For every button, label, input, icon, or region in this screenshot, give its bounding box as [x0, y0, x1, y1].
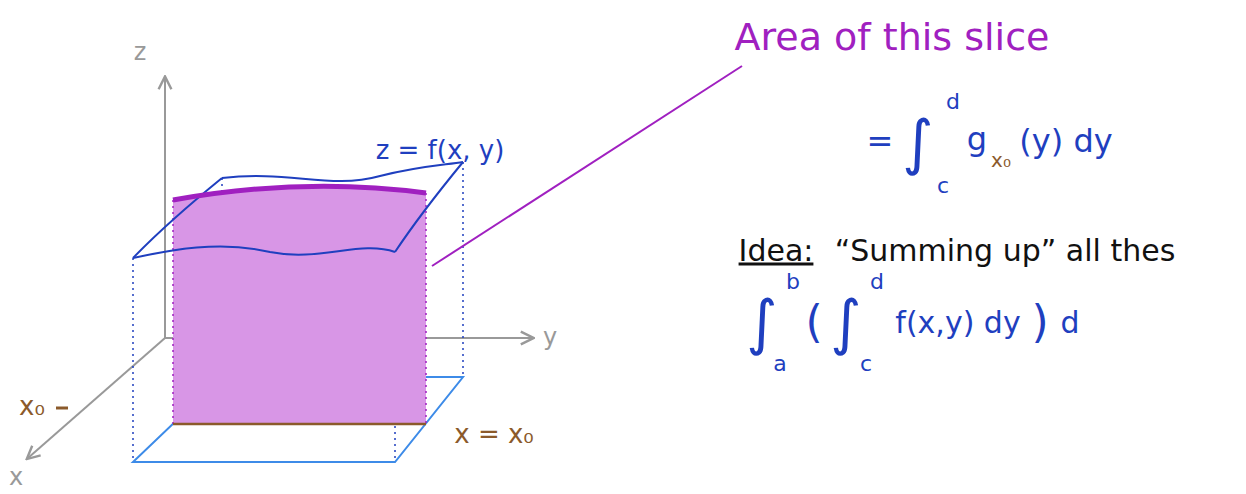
x0-tick — [56, 407, 68, 410]
dotted-verticals — [133, 162, 463, 462]
slice-area — [173, 186, 426, 424]
axis-label: y — [543, 324, 557, 350]
math-symbol: ( — [805, 298, 822, 346]
z-axis — [164, 78, 166, 338]
slice-top-curve — [173, 186, 426, 200]
math-symbol: ) — [1031, 298, 1048, 346]
integral-bound: a — [773, 352, 786, 376]
integral-sign: ∫ — [746, 289, 777, 355]
leader-line — [432, 66, 742, 266]
slice-label: x = x₀ — [454, 420, 534, 449]
axis-label: z — [134, 39, 147, 65]
integral-sign: ∫ — [830, 289, 861, 355]
math-term: f(x,y) dy — [895, 306, 1020, 339]
integral-bound: d — [946, 90, 960, 114]
integral-bound: c — [937, 174, 949, 198]
math-term: g — [967, 122, 987, 157]
integral-sign: ∫ — [902, 109, 933, 175]
integral-bound: b — [786, 270, 800, 294]
surface — [133, 162, 463, 258]
math-symbol: = — [867, 124, 894, 159]
axis-label: x — [9, 464, 23, 490]
slice-edges — [173, 193, 426, 424]
note-heading: Idea: — [739, 234, 814, 267]
surface-label: z = f(x, y) — [376, 136, 505, 165]
math-term: d — [1060, 306, 1079, 339]
x-axis — [28, 338, 165, 458]
integral-bound: c — [860, 352, 872, 376]
callout-title: Area of this slice — [735, 17, 1050, 59]
point-label: x₀ — [19, 392, 45, 421]
x0-line — [173, 423, 426, 426]
math-subscript: x₀ — [991, 149, 1011, 171]
integral-bound: d — [870, 270, 884, 294]
math-term: (y) dy — [1019, 124, 1112, 159]
note-text: “Summing up” all thes — [835, 234, 1176, 267]
